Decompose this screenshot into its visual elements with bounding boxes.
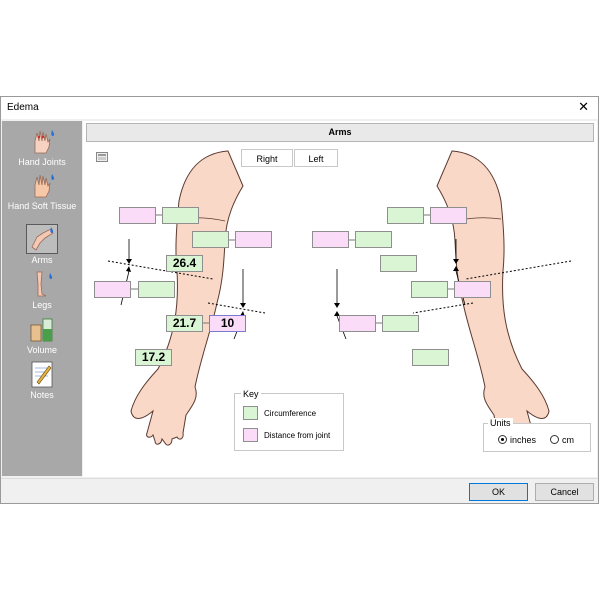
sidebar-item-label: Arms [31,255,53,265]
right-forearm-upper-circumference-field[interactable] [192,231,229,248]
sidebar-item-volume[interactable]: Volume [2,315,82,355]
notes-pencil-icon [27,360,57,388]
sidebar-item-hand-soft-tissue[interactable]: Hand Soft Tissue [2,171,82,211]
right-upper-circumference-field[interactable] [162,207,199,224]
units-cm-label[interactable]: cm [562,435,574,445]
sidebar-item-legs[interactable]: Legs [2,270,82,310]
edema-dialog: Edema ✕ Hand Joints Hand Soft Tissue [0,96,599,504]
right-forearm-distance-field[interactable] [235,231,272,248]
arms-illustration [107,150,572,446]
right-upper-distance-field[interactable] [119,207,156,224]
key-title: Key [241,389,261,399]
right-wrist-circumference-field[interactable]: 17.2 [135,349,172,366]
sidebar-item-label: Hand Soft Tissue [7,201,77,211]
left-upper-circumference-field[interactable] [387,207,424,224]
units-title: Units [488,418,513,428]
arms-panel: Arms [83,121,597,477]
sidebar-item-arms[interactable]: Arms [2,224,82,265]
left-elbow-distance-field[interactable] [454,281,491,298]
left-mid-forearm-circumference-field[interactable] [382,315,419,332]
left-forearm-upper-circumference-field[interactable] [355,231,392,248]
units-cm-radio[interactable] [550,435,559,444]
tab-right[interactable]: Right [241,149,293,167]
cancel-button[interactable]: Cancel [535,483,594,501]
right-elbow-distance-field[interactable] [94,281,131,298]
right-mid-forearm-distance-field[interactable]: 10 [209,315,246,332]
sidebar-item-label: Volume [26,345,58,355]
sidebar: Hand Joints Hand Soft Tissue Arms [2,121,82,476]
right-elbow-circumference-field[interactable]: 26.4 [166,255,203,272]
left-wrist-circumference-field[interactable] [412,349,449,366]
hand-joints-icon [27,127,57,155]
panel-header: Arms [86,123,594,142]
units-group: Units inches cm [483,418,591,452]
close-icon[interactable]: ✕ [578,99,589,114]
print-icon[interactable] [96,152,108,164]
key-circumference-label: Circumference [264,409,317,418]
sidebar-item-label: Hand Joints [18,157,66,167]
tab-left[interactable]: Left [294,149,338,167]
title-bar: Edema ✕ [1,97,598,119]
legs-icon [27,270,57,298]
left-mid-forearm-distance-field[interactable] [339,315,376,332]
sidebar-item-hand-joints[interactable]: Hand Joints [2,127,82,167]
volume-beaker-icon [27,315,57,343]
key-legend: Key Circumference Distance from joint [234,389,344,451]
units-inches-radio[interactable] [498,435,507,444]
left-elbow-lower-circumference-field[interactable] [411,281,448,298]
arm-icon [26,224,58,254]
key-circumference-swatch [243,406,258,420]
sidebar-item-label: Notes [30,390,54,400]
sidebar-item-label: Legs [32,300,52,310]
left-upper-distance-field[interactable] [430,207,467,224]
right-mid-forearm-circumference-field[interactable]: 21.7 [166,315,203,332]
window-title: Edema [7,102,39,113]
footer-divider [1,478,598,479]
left-forearm-distance-field[interactable] [312,231,349,248]
key-distance-swatch [243,428,258,442]
left-elbow-circumference-field[interactable] [380,255,417,272]
key-distance-label: Distance from joint [264,431,331,440]
units-inches-label[interactable]: inches [510,435,537,445]
right-elbow-lower-circumference-field[interactable] [138,281,175,298]
ok-button[interactable]: OK [469,483,528,501]
hand-soft-tissue-icon [27,171,57,199]
sidebar-item-notes[interactable]: Notes [2,360,82,400]
